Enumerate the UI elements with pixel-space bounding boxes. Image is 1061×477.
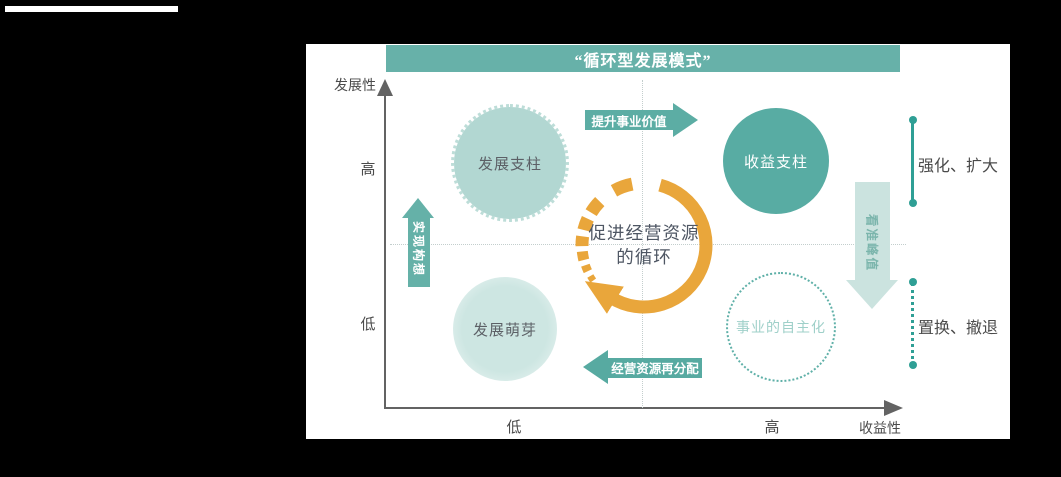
cycle-caption-line1: 促进经营资源 (588, 223, 700, 243)
flow-arrow-down-icon: 看准峰值 (846, 182, 899, 309)
flow-arrow-left-label: 实现构想 (411, 220, 425, 277)
y-axis-tick-low: 低 (360, 317, 376, 333)
cycle-ring-icon (575, 177, 713, 314)
flow-arrow-up-icon: 实现构想 (402, 198, 435, 287)
flow-arrow-top-label: 提升事业价值 (585, 110, 673, 130)
x-axis-arrowhead-icon (884, 400, 903, 416)
arrowhead-icon (846, 280, 898, 309)
quadrant-circle-profit-pillar: 收益支柱 (723, 108, 829, 214)
arrow-body (407, 218, 430, 287)
bracket-dot-icon (909, 199, 917, 207)
bracket-replace-line (911, 283, 914, 365)
bracket-dot-icon (909, 361, 917, 369)
title-banner: “循环型发展模式” (386, 45, 900, 72)
y-axis-tick-high: 高 (360, 162, 376, 178)
x-axis-line (385, 407, 884, 409)
x-axis-label: 收益性 (859, 422, 901, 437)
flow-arrow-right-label: 看准峰值 (864, 213, 878, 272)
y-axis-label: 发展性 (334, 79, 376, 94)
cycle-caption: 促进经营资源 的循环 (554, 221, 734, 269)
bracket-dot-icon (909, 278, 917, 286)
quadrant-label: 发展萌芽 (472, 322, 537, 339)
arrowhead-icon (402, 198, 434, 218)
flow-arrow-bottom-label: 经营资源再分配 (608, 357, 702, 378)
quadrant-label: 发展支柱 (477, 156, 542, 173)
cycle-caption-line2: 的循环 (616, 247, 672, 267)
top-left-marker-bar (5, 6, 178, 12)
annotation-strengthen-expand: 强化、扩大 (918, 158, 999, 175)
quadrant-label: 收益支柱 (743, 154, 808, 171)
bracket-strengthen-line (911, 120, 914, 203)
diagram-panel: “循环型发展模式” 发展性 高 低 低 高 收益性 发展支柱 收益支柱 发展萌芽… (306, 44, 1010, 439)
quadrant-circle-development-pillar: 发展支柱 (451, 104, 569, 222)
quadrant-divider-horizontal (390, 244, 906, 245)
quadrant-divider-vertical (642, 80, 643, 408)
bracket-dot-icon (909, 116, 917, 124)
flow-arrow-right-icon: 提升事业价值 (585, 103, 698, 137)
annotation-replace-withdraw: 置换、撤退 (918, 320, 999, 337)
diagram-title: “循环型发展模式” (574, 52, 712, 70)
x-axis-tick-high: 高 (764, 420, 780, 436)
y-axis-arrowhead-icon (377, 79, 393, 96)
quadrant-circle-business-autonomy: 事业的自主化 (726, 272, 836, 382)
x-axis-tick-low: 低 (506, 420, 522, 436)
arrow-body (855, 182, 890, 280)
quadrant-circle-development-seed: 发展萌芽 (453, 277, 557, 381)
y-axis-line (384, 94, 386, 409)
quadrant-label: 事业的自主化 (736, 321, 826, 336)
arrowhead-icon (583, 350, 608, 384)
flow-arrow-left-icon: 经营资源再分配 (583, 350, 702, 385)
arrowhead-icon (673, 103, 698, 137)
